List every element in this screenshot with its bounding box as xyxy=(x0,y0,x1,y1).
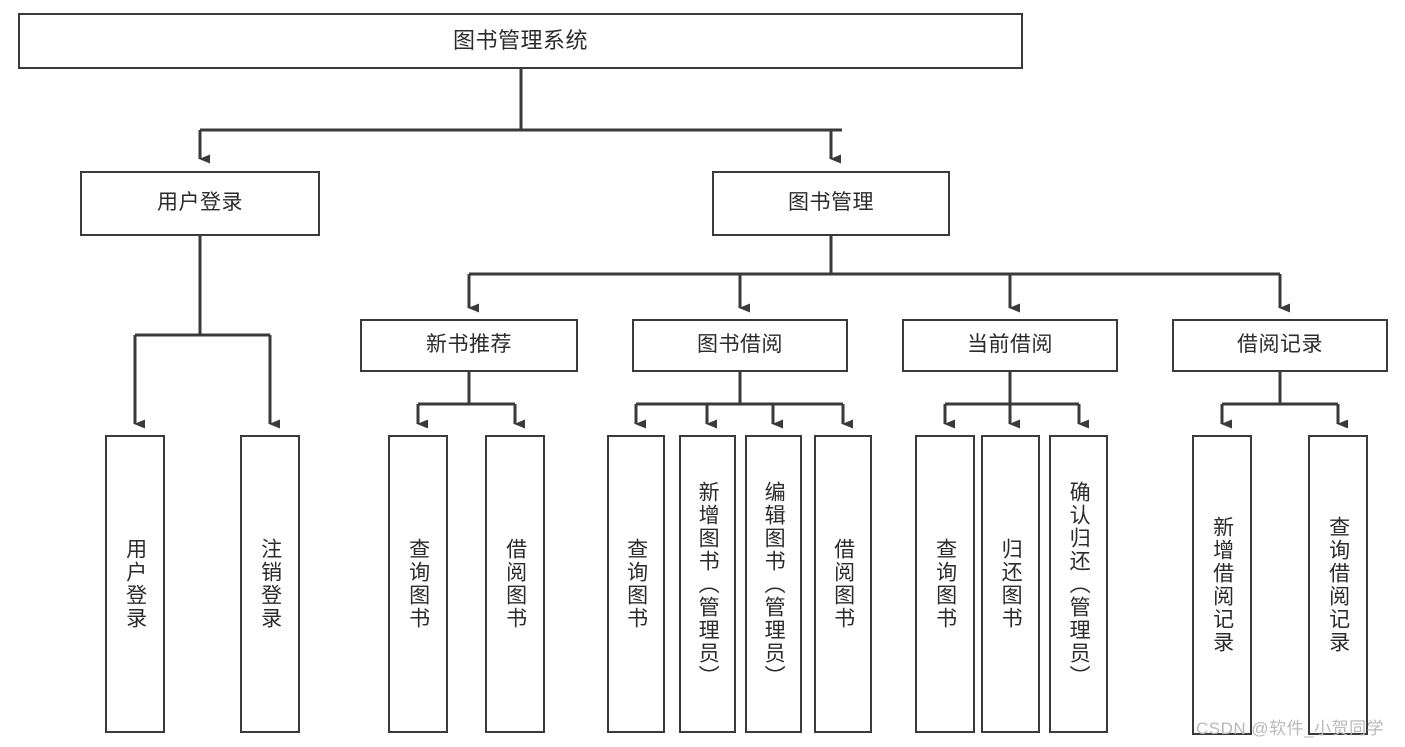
node-leaf-confirm-return[interactable]: 确认归还（管理员） xyxy=(1049,435,1108,733)
node-new-book-recommend-label: 新书推荐 xyxy=(426,333,512,357)
node-leaf-edit-book[interactable]: 编辑图书（管理员） xyxy=(745,435,802,733)
edge-group-book-borrow xyxy=(634,372,853,429)
node-leaf-user-login-label: 用户登录 xyxy=(123,538,147,630)
node-leaf-user-login[interactable]: 用户登录 xyxy=(105,435,165,733)
node-leaf-query-record-label: 查询借阅记录 xyxy=(1326,516,1350,654)
edge-group-new-book-recommend xyxy=(416,372,525,429)
node-leaf-borrow-book-2-label: 借阅图书 xyxy=(831,538,855,630)
node-user-login[interactable]: 用户登录 xyxy=(80,171,320,236)
node-book-borrow[interactable]: 图书借阅 xyxy=(632,319,848,372)
node-leaf-logout-label: 注销登录 xyxy=(258,538,282,630)
node-leaf-logout[interactable]: 注销登录 xyxy=(240,435,300,733)
edge-group-user-login xyxy=(133,236,280,429)
node-leaf-add-book-label: 新增图书（管理员） xyxy=(696,480,720,688)
node-leaf-edit-book-label: 编辑图书（管理员） xyxy=(762,480,786,688)
node-leaf-return-book[interactable]: 归还图书 xyxy=(981,435,1040,733)
edge-group-current-borrow xyxy=(943,372,1089,429)
node-current-borrow[interactable]: 当前借阅 xyxy=(902,319,1118,372)
node-book-manage[interactable]: 图书管理 xyxy=(712,171,950,236)
csdn-watermark: CSDN @软件_小贺同学 xyxy=(1196,719,1385,738)
node-book-borrow-label: 图书借阅 xyxy=(697,333,783,357)
edge-group-borrow-record xyxy=(1220,372,1348,429)
node-book-manage-label: 图书管理 xyxy=(788,191,874,215)
node-leaf-query-record[interactable]: 查询借阅记录 xyxy=(1308,435,1368,735)
node-leaf-borrow-book-1-label: 借阅图书 xyxy=(503,538,527,630)
node-leaf-query-book-1[interactable]: 查询图书 xyxy=(388,435,448,733)
node-leaf-query-book-3-label: 查询图书 xyxy=(933,538,957,630)
node-current-borrow-label: 当前借阅 xyxy=(967,333,1053,357)
node-borrow-record-label: 借阅记录 xyxy=(1237,333,1323,357)
node-leaf-add-record[interactable]: 新增借阅记录 xyxy=(1192,435,1252,735)
node-leaf-add-record-label: 新增借阅记录 xyxy=(1210,516,1234,654)
node-leaf-return-book-label: 归还图书 xyxy=(999,538,1023,630)
node-user-login-label: 用户登录 xyxy=(157,191,243,215)
node-leaf-query-book-1-label: 查询图书 xyxy=(406,538,430,630)
edge-group-root xyxy=(198,69,842,164)
node-new-book-recommend[interactable]: 新书推荐 xyxy=(360,319,578,372)
edge-group-book-manage xyxy=(467,236,1290,313)
node-leaf-query-book-2-label: 查询图书 xyxy=(624,538,648,630)
node-leaf-query-book-2[interactable]: 查询图书 xyxy=(607,435,665,733)
node-leaf-borrow-book-1[interactable]: 借阅图书 xyxy=(485,435,545,733)
node-leaf-borrow-book-2[interactable]: 借阅图书 xyxy=(814,435,872,733)
node-root-system-label: 图书管理系统 xyxy=(452,28,588,54)
node-borrow-record[interactable]: 借阅记录 xyxy=(1172,319,1388,372)
node-leaf-add-book[interactable]: 新增图书（管理员） xyxy=(679,435,736,733)
node-leaf-query-book-3[interactable]: 查询图书 xyxy=(915,435,975,733)
node-root-system[interactable]: 图书管理系统 xyxy=(18,13,1023,69)
node-leaf-confirm-return-label: 确认归还（管理员） xyxy=(1067,480,1091,688)
